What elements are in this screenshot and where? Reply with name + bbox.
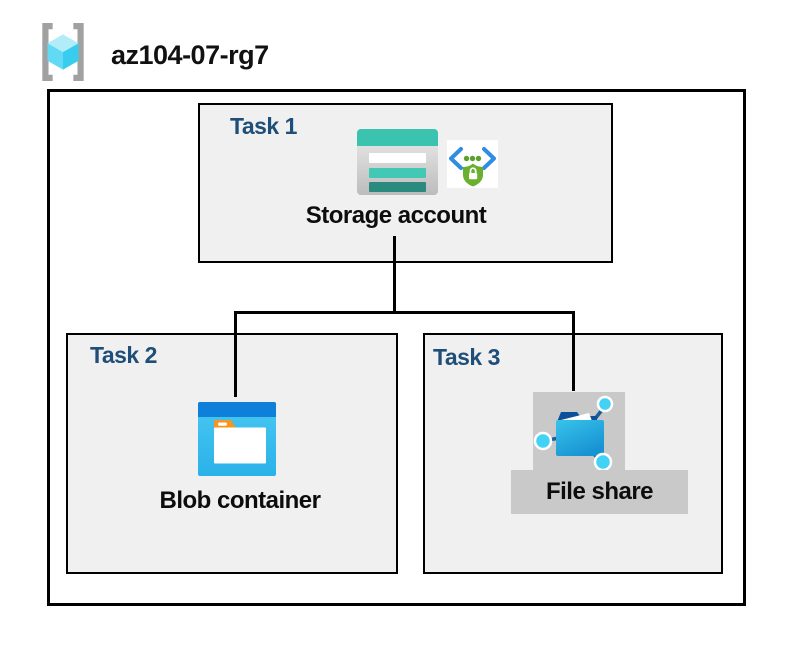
connector-storage-trunk bbox=[393, 236, 396, 312]
secure-endpoint-icon bbox=[447, 140, 498, 188]
folder-front bbox=[556, 420, 604, 456]
rg-bracket-right bbox=[73, 23, 84, 81]
task2-box: Task 2 Blob container bbox=[66, 333, 398, 574]
connector-to-file-share bbox=[572, 311, 575, 391]
rg-cube-left-face bbox=[47, 43, 63, 70]
resource-group-name: az104-07-rg7 bbox=[111, 40, 269, 70]
task1-box: Task 1 Storage account bbox=[198, 103, 613, 263]
task2-label: Task 2 bbox=[90, 342, 157, 368]
task3-box: Task 3 File share bbox=[423, 333, 723, 574]
rg-cube-top-face bbox=[47, 34, 79, 52]
blob-container-icon bbox=[198, 402, 276, 476]
endpoint-bracket-right bbox=[482, 147, 496, 170]
task3-label: Task 3 bbox=[433, 344, 500, 370]
task2-resource-label: Blob container bbox=[159, 487, 321, 514]
file-share-icon-backdrop bbox=[533, 392, 625, 472]
task3-resource-label: File share bbox=[511, 470, 688, 514]
task1-label: Task 1 bbox=[230, 113, 297, 139]
network-node bbox=[593, 452, 613, 472]
resource-group-icon bbox=[42, 23, 84, 81]
endpoint-bracket-left bbox=[449, 147, 463, 170]
storage-account-icon bbox=[357, 129, 438, 195]
task1-resource-label: Storage account bbox=[305, 202, 487, 229]
network-node bbox=[533, 431, 553, 451]
rg-bracket-left bbox=[42, 23, 53, 81]
connector-to-blob-container bbox=[234, 311, 237, 397]
lock-icon bbox=[469, 167, 477, 173]
rg-cube-right-face bbox=[63, 43, 79, 70]
file-share-icon bbox=[533, 395, 614, 472]
network-node bbox=[596, 395, 614, 413]
connector-branch-horizontal bbox=[234, 311, 575, 314]
folder-body bbox=[214, 427, 266, 464]
